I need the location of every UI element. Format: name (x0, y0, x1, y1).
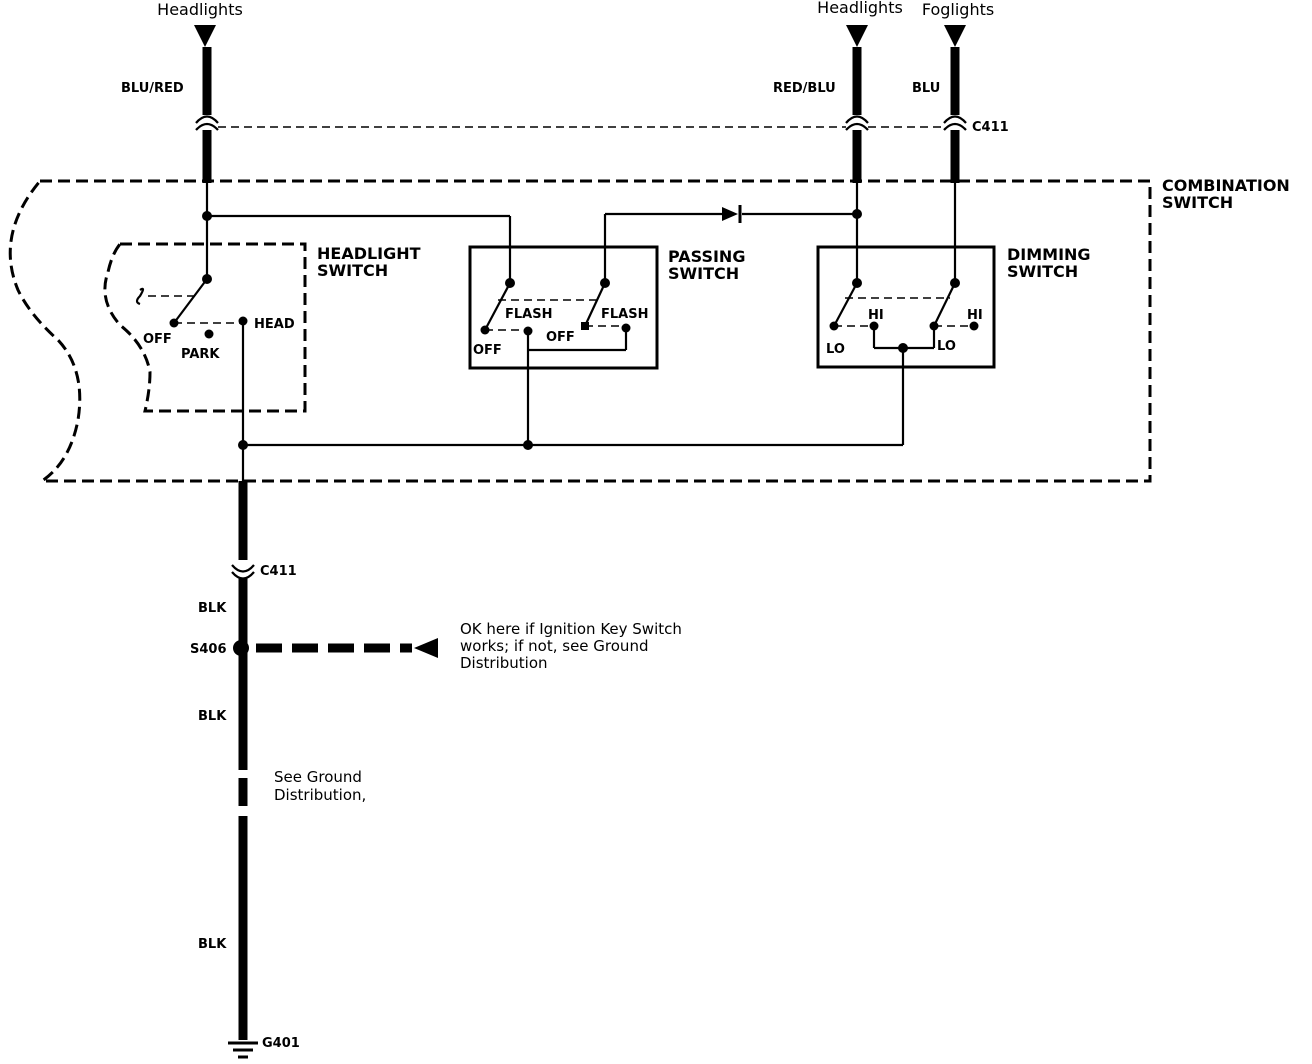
ok-here-note-3: Distribution (460, 654, 548, 672)
s406-pointer (256, 638, 438, 658)
ground-bus (238, 440, 903, 450)
headlights-right-label: Headlights (817, 0, 903, 17)
bus-wiring (202, 209, 862, 283)
headlight-position-off: OFF (143, 332, 172, 347)
harness-red-blu (845, 47, 869, 183)
combination-switch-outline (8, 179, 1152, 483)
headlight-switch-contacts (135, 183, 248, 481)
passing-position-flash-1: FLASH (505, 307, 552, 322)
headlight-position-head: HEAD (254, 317, 295, 332)
combination-switch-title-1: COMBINATION (1162, 176, 1290, 195)
ground-harness (231, 481, 255, 1040)
headlights-left-arrow-icon (194, 25, 216, 47)
see-ground-note-2: Distribution, (274, 786, 366, 804)
wire-color-blk-1: BLK (198, 601, 227, 616)
headlights-right-arrow-icon (846, 25, 868, 47)
wire-color-red-blu: RED/BLU (773, 81, 836, 96)
dimming-position-lo-1: LO (826, 342, 845, 357)
dimming-position-lo-2: LO (937, 339, 956, 354)
dimming-position-hi-1: HI (868, 308, 884, 323)
ok-here-note-2: works; if not, see Ground (460, 637, 648, 655)
headlight-switch-outline (103, 242, 307, 413)
dimming-switch-title-1: DIMMING (1007, 245, 1091, 264)
wire-color-blu: BLU (912, 81, 940, 96)
wire-color-blk-2: BLK (198, 709, 227, 724)
passing-position-off-2: OFF (546, 330, 575, 345)
connector-c411-top: C411 (972, 120, 1009, 135)
connector-c411-bottom: C411 (260, 564, 297, 579)
pointer-arrow-icon (414, 638, 438, 658)
passing-position-off-1: OFF (473, 343, 502, 358)
headlights-left-label: Headlights (157, 0, 243, 19)
headlight-position-park: PARK (181, 347, 220, 362)
see-ground-note-1: See Ground (274, 768, 362, 786)
passing-switch-box (468, 245, 659, 370)
ground-symbol-icon (228, 1041, 258, 1059)
passing-switch-title-1: PASSING (668, 247, 745, 266)
headlight-switch-title-1: HEADLIGHT (317, 244, 421, 263)
wire-color-blk-3: BLK (198, 937, 227, 952)
splice-s406: S406 (190, 642, 227, 657)
ground-g401: G401 (262, 1036, 300, 1051)
passing-position-flash-2: FLASH (601, 307, 648, 322)
passing-switch-title-2: SWITCH (668, 264, 739, 283)
dimming-switch-contacts (829, 183, 979, 445)
passing-switch-contacts (480, 278, 631, 445)
headlight-switch-title-2: SWITCH (317, 261, 388, 280)
foglights-arrow-icon (944, 25, 966, 47)
combination-switch-title-2: SWITCH (1162, 193, 1233, 212)
ok-here-note-1: OK here if Ignition Key Switch (460, 620, 682, 638)
dimming-switch-title-2: SWITCH (1007, 262, 1078, 281)
dimming-switch-box (816, 245, 996, 369)
diode-icon (722, 205, 742, 223)
dimming-position-hi-2: HI (967, 308, 983, 323)
wire-color-blu-red: BLU/RED (121, 81, 184, 96)
foglights-label: Foglights (922, 0, 994, 19)
harness-blu (943, 47, 967, 183)
harness-blu-red (195, 47, 219, 183)
